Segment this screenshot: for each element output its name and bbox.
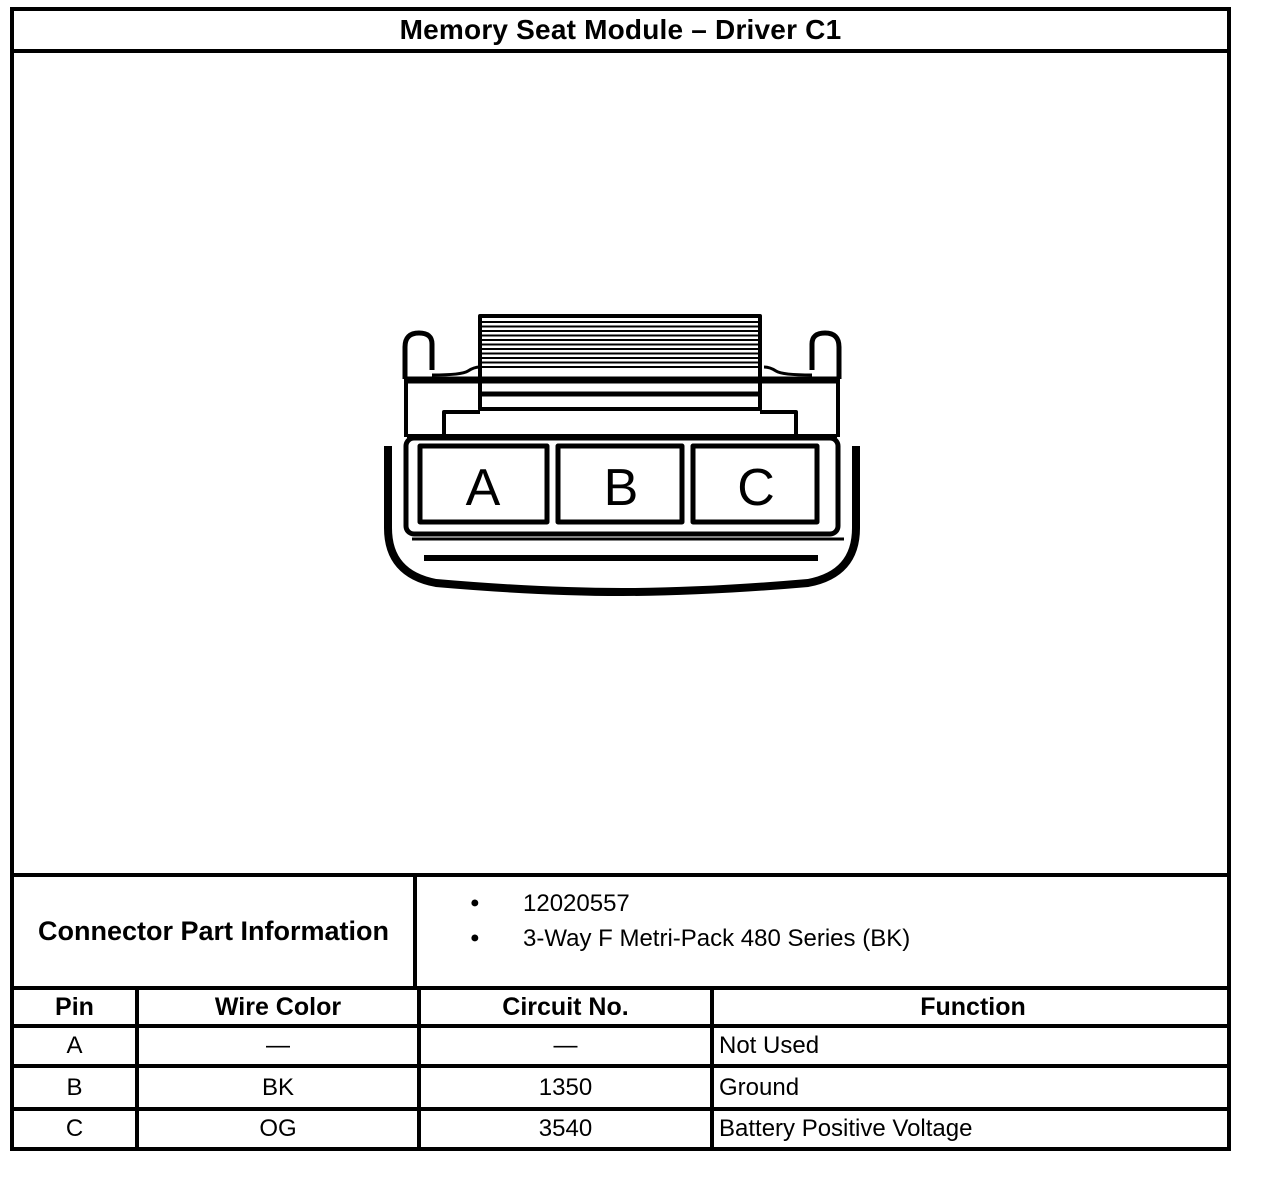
pin-label-b: B xyxy=(604,459,639,517)
header-function: Function xyxy=(920,992,1026,1021)
connector-step xyxy=(442,410,798,434)
cell-circuit-no: — xyxy=(421,1028,714,1064)
connector-body-sides xyxy=(404,379,840,437)
connector-ear-left-base xyxy=(431,365,481,377)
connector-ear-left xyxy=(402,330,435,379)
connector-diagram-cell: A B C xyxy=(14,53,1227,877)
connector-ear-right xyxy=(809,330,842,379)
pin-cavity-b xyxy=(555,443,685,525)
connector-part-info-row: Connector Part Information ● 12020557 ● … xyxy=(14,877,1227,990)
cell-circuit-no: 1350 xyxy=(421,1068,714,1107)
table-row: C OG 3540 Battery Positive Voltage xyxy=(14,1111,1227,1147)
table-row: B BK 1350 Ground xyxy=(14,1068,1227,1111)
bullet-icon: ● xyxy=(470,894,480,912)
cell-circuit-no: 3540 xyxy=(421,1111,714,1147)
header-circuit-no: Circuit No. xyxy=(421,990,714,1024)
cell-wire-color: OG xyxy=(139,1111,421,1147)
pin-label-c: C xyxy=(737,459,775,517)
part-info-list: ● 12020557 ● 3-Way F Metri-Pack 480 Seri… xyxy=(417,886,1223,956)
page-title: Memory Seat Module – Driver C1 xyxy=(399,14,842,45)
bullet-icon: ● xyxy=(470,929,480,947)
table-row: A — — Not Used xyxy=(14,1028,1227,1068)
cell-pin: C xyxy=(14,1111,139,1147)
title-bar: Memory Seat Module – Driver C1 xyxy=(14,11,1227,53)
connector-part-info-content: ● 12020557 ● 3-Way F Metri-Pack 480 Seri… xyxy=(417,877,1223,986)
connector-outer-lip xyxy=(384,446,860,596)
part-number: 12020557 xyxy=(523,889,630,917)
pin-cavity-c xyxy=(690,443,820,525)
part-description: 3-Way F Metri-Pack 480 Series (BK) xyxy=(523,924,911,952)
pin-cavity-a xyxy=(417,443,550,525)
cell-function: Ground xyxy=(719,1073,800,1101)
connector-sheet: Memory Seat Module – Driver C1 xyxy=(10,7,1231,1151)
pin-table-header: Pin Wire Color Circuit No. Function xyxy=(14,990,1227,1028)
pin-label-a: A xyxy=(466,459,501,517)
cell-pin: B xyxy=(14,1068,139,1107)
connector-part-info-label: Connector Part Information xyxy=(14,877,417,986)
cell-function: Battery Positive Voltage xyxy=(719,1115,973,1142)
list-item: ● 12020557 xyxy=(417,886,1223,921)
cell-wire-color: — xyxy=(139,1028,421,1064)
connector-ribs xyxy=(482,321,758,368)
cell-wire-color: BK xyxy=(139,1068,421,1107)
list-item: ● 3-Way F Metri-Pack 480 Series (BK) xyxy=(417,921,1223,956)
connector-face-diagram: A B C xyxy=(384,314,860,596)
cell-pin: A xyxy=(14,1028,139,1064)
cell-function: Not Used xyxy=(719,1032,820,1059)
connector-ear-right-base xyxy=(763,365,813,377)
header-wire-color: Wire Color xyxy=(139,990,421,1024)
header-pin: Pin xyxy=(14,990,139,1024)
